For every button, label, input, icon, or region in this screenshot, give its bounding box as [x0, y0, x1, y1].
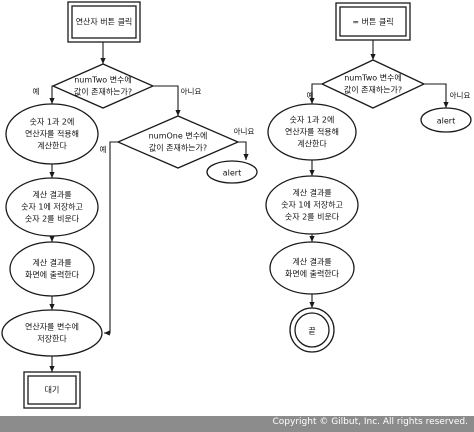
left-store-result-node: 계산 결과를 숫자 1에 저장하고 숫자 2를 비운다 — [5, 177, 99, 237]
left-decision-numone: numOne 변수에 값이 존재하는가? — [116, 115, 240, 169]
right-compute-line1: 숫자 1과 2에 — [290, 116, 335, 125]
left-save-operator-line1: 연산자를 변수에 — [25, 322, 79, 332]
right-start-label: = 버튼 클릭 — [352, 17, 393, 27]
left-decision-numtwo: numTwo 변수에 값이 존재하는가? — [51, 63, 155, 109]
left-no-label-1: 아니요 — [181, 86, 202, 96]
left-decision-numone-line1: numOne 변수에 — [149, 131, 208, 141]
right-store-line1: 계산 결과를 — [292, 188, 331, 198]
edge-decision-yes-to-compute — [49, 85, 55, 104]
edge-decision-no-to-numone — [152, 85, 181, 116]
left-yes-label-2: 예 — [100, 144, 107, 154]
right-compute-line2: 연산자를 적용해 — [285, 127, 339, 137]
left-print-result-node: 계산 결과를 화면에 출력한다 — [9, 241, 95, 297]
right-decision-numtwo-line2: 값이 존재하는가? — [344, 85, 402, 95]
flowchart-canvas: 연산자 버튼 클릭 numTwo 변수에 값이 존재하는가? 예 아니요 숫자 … — [1, 1, 472, 409]
right-decision-numtwo: numTwo 변수에 값이 존재하는가? — [320, 59, 426, 109]
left-wait-label: 대기 — [45, 386, 60, 395]
left-start-node: 연산자 버튼 클릭 — [67, 1, 141, 43]
right-flowchart: = 버튼 클릭 numTwo 변수에 값이 존재하는가? 예 아니요 alert… — [265, 2, 472, 353]
right-store-line2: 숫자 1에 저장하고 — [281, 200, 343, 210]
right-print-result-node: 계산 결과를 화면에 출력한다 — [269, 241, 355, 295]
left-flowchart: 연산자 버튼 클릭 numTwo 변수에 값이 존재하는가? 예 아니요 숫자 … — [1, 1, 258, 409]
right-yes-label: 예 — [307, 90, 314, 100]
left-print-line2: 화면에 출력한다 — [25, 270, 80, 280]
edge-numone-yes-to-saveop — [104, 141, 118, 336]
left-store-line1: 계산 결과를 — [32, 190, 71, 200]
right-start-node: = 버튼 클릭 — [335, 2, 411, 41]
right-end-label: 끝 — [308, 327, 315, 336]
left-wait-node: 대기 — [23, 371, 81, 409]
left-compute-line1: 숫자 1과 2에 — [30, 118, 75, 127]
right-store-line3: 숫자 2를 비운다 — [285, 213, 340, 222]
left-save-operator-line2: 저장한다 — [37, 334, 67, 344]
left-compute-node: 숫자 1과 2에 연산자를 적용해 계산한다 — [5, 103, 99, 165]
right-decision-numtwo-line1: numTwo 변수에 — [344, 73, 402, 83]
left-compute-line3: 계산한다 — [37, 141, 67, 151]
left-start-label: 연산자 버튼 클릭 — [76, 17, 133, 27]
right-store-result-node: 계산 결과를 숫자 1에 저장하고 숫자 2를 비운다 — [265, 175, 359, 235]
left-yes-label-1: 예 — [33, 86, 40, 96]
right-no-label: 아니요 — [450, 90, 471, 100]
right-end-node: 끝 — [289, 307, 335, 353]
copyright-bar: Copyright © Gilbut, Inc. All rights rese… — [0, 416, 474, 432]
left-store-line3: 숫자 2를 비운다 — [25, 215, 80, 224]
edge-right-decision-yes-to-compute — [309, 83, 323, 104]
edge-numone-no-to-alert — [238, 141, 249, 160]
left-store-line2: 숫자 1에 저장하고 — [21, 202, 83, 212]
left-print-line1: 계산 결과를 — [32, 258, 71, 268]
left-alert-node: alert — [206, 160, 258, 184]
left-alert-label: alert — [223, 169, 241, 178]
copyright-text: Copyright © Gilbut, Inc. All rights rese… — [272, 417, 469, 427]
left-no-label-2: 아니요 — [234, 126, 255, 136]
left-decision-numtwo-line2: 값이 존재하는가? — [74, 87, 132, 97]
right-compute-line3: 계산한다 — [297, 139, 327, 149]
left-decision-numone-line2: 값이 존재하는가? — [149, 143, 207, 153]
right-alert-node: alert — [420, 107, 472, 133]
right-print-line1: 계산 결과를 — [292, 257, 331, 267]
left-compute-line2: 연산자를 적용해 — [25, 129, 79, 139]
left-save-operator-node: 연산자를 변수에 저장한다 — [1, 309, 103, 357]
right-print-line2: 화면에 출력한다 — [285, 269, 340, 279]
edge-right-decision-no-to-alert — [423, 83, 449, 108]
right-compute-node: 숫자 1과 2에 연산자를 적용해 계산한다 — [267, 103, 357, 161]
left-decision-numtwo-line1: numTwo 변수에 — [74, 75, 132, 85]
right-alert-label: alert — [437, 117, 455, 126]
